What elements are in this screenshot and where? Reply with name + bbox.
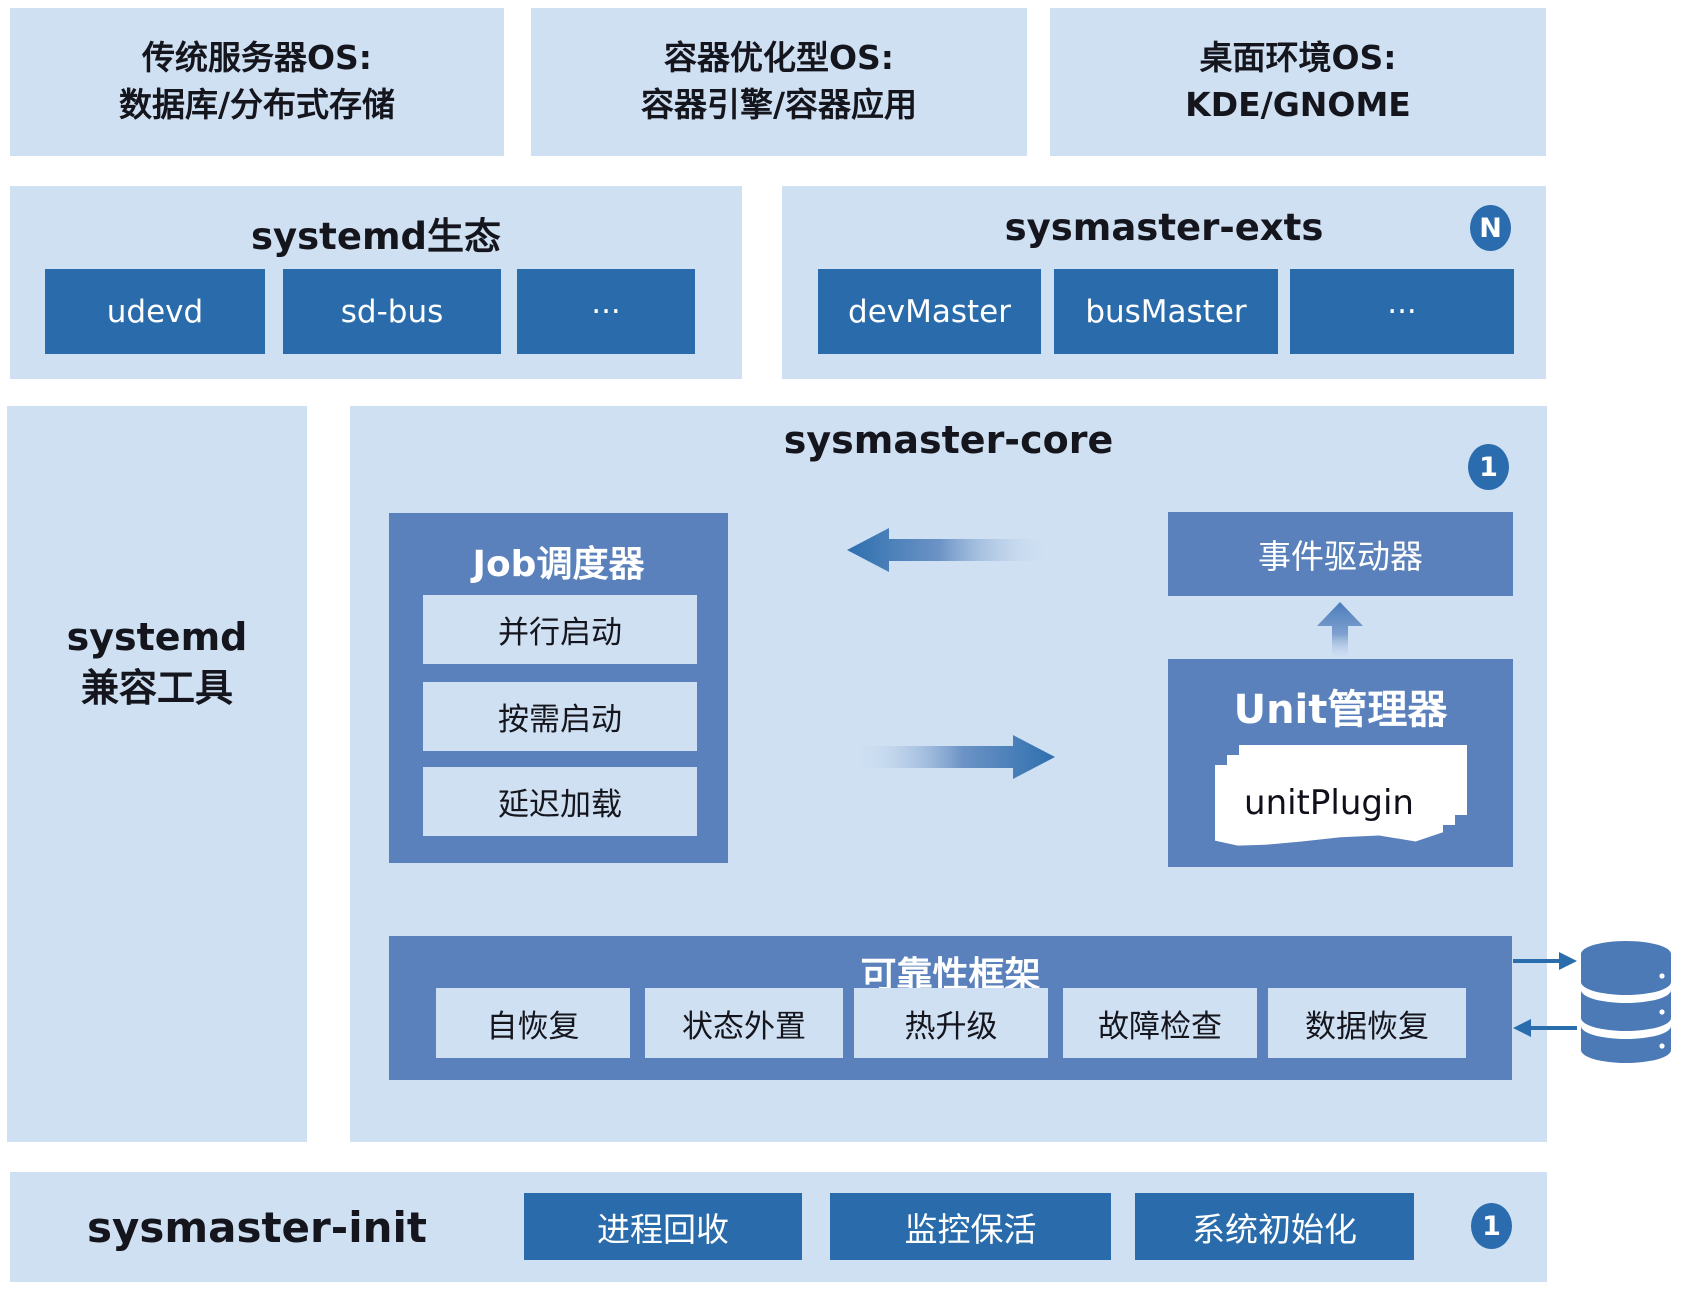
event-driver-box: 事件驱动器 [1168, 512, 1513, 596]
os-box-line2: KDE/GNOME [1185, 85, 1411, 124]
systemd-eco-title: systemd生态 [251, 215, 501, 258]
unit-plugin-label: unitPlugin [1244, 783, 1414, 823]
count-badge-n: N [1470, 205, 1511, 251]
sysmaster-exts-panel: sysmaster-exts N devMaster busMaster ··· [782, 186, 1546, 379]
os-box-line1: 桌面环境OS: [1199, 38, 1397, 78]
count-badge-init-1: 1 [1471, 1203, 1512, 1249]
init-item-process-reclaim: 进程回收 [524, 1193, 802, 1260]
systemd-eco-panel: systemd生态 udevd sd-bus ··· [10, 186, 742, 379]
reliability-data-recovery: 数据恢复 [1268, 988, 1466, 1058]
os-box-line2: 容器引擎/容器应用 [640, 85, 918, 124]
job-scheduler-title: Job调度器 [472, 544, 645, 585]
os-box-line1: 传统服务器OS: [141, 38, 373, 78]
eco-item-udevd: udevd [45, 269, 265, 354]
sysmaster-core-title: sysmaster-core [783, 418, 1114, 462]
reliability-framework-bar: 可靠性框架 自恢复 状态外置 热升级 故障检查 数据恢复 [389, 936, 1512, 1080]
sysmaster-init-panel: sysmaster-init 进程回收 监控保活 系统初始化 1 [10, 1172, 1547, 1282]
arrow-from-database-icon [1513, 1017, 1577, 1039]
job-feature-lazy-load: 延迟加载 [423, 767, 697, 836]
systemd-compat-panel: systemd 兼容工具 [7, 406, 307, 1142]
reliability-state-externalization: 状态外置 [645, 988, 843, 1058]
exts-item-busmaster: busMaster [1054, 269, 1278, 354]
job-feature-parallel-start: 并行启动 [423, 595, 697, 664]
unit-manager-box: Unit管理器 unitPlugin [1168, 659, 1513, 867]
arrow-up-icon [1317, 602, 1363, 660]
eco-item-sd-bus: sd-bus [283, 269, 501, 354]
reliability-self-recovery: 自恢复 [436, 988, 630, 1058]
eco-item-more: ··· [517, 269, 695, 354]
unit-plugin-paper-stack: unitPlugin [1215, 745, 1475, 846]
exts-item-devmaster: devMaster [818, 269, 1041, 354]
sysmaster-init-title: sysmaster-init [87, 1202, 427, 1252]
database-icon [1578, 938, 1674, 1066]
count-badge-core-1: 1 [1468, 444, 1509, 490]
exts-item-more: ··· [1290, 269, 1514, 354]
init-item-monitor-keepalive: 监控保活 [830, 1193, 1111, 1260]
os-box-container-optimized: 容器优化型OS: 容器引擎/容器应用 [531, 8, 1027, 156]
os-box-traditional-server: 传统服务器OS: 数据库/分布式存储 [10, 8, 504, 156]
os-box-desktop: 桌面环境OS: KDE/GNOME [1050, 8, 1546, 156]
job-feature-on-demand-start: 按需启动 [423, 682, 697, 751]
reliability-hot-upgrade: 热升级 [854, 988, 1048, 1058]
sysmaster-core-panel: sysmaster-core 1 Job调度器 并行启动 按需启动 延迟加载 [350, 406, 1547, 1142]
os-box-line1: 容器优化型OS: [663, 38, 895, 78]
os-box-line2: 数据库/分布式存储 [118, 85, 396, 124]
paper-sheet-front: unitPlugin [1215, 765, 1443, 846]
arrow-left-icon [847, 526, 1052, 574]
systemd-compat-label: systemd 兼容工具 [7, 612, 307, 715]
job-scheduler-box: Job调度器 并行启动 按需启动 延迟加载 [389, 513, 728, 863]
compat-line1: systemd [66, 615, 248, 659]
unit-manager-title: Unit管理器 [1233, 687, 1448, 733]
sysmaster-exts-title: sysmaster-exts [1004, 206, 1324, 249]
reliability-fault-check: 故障检查 [1063, 988, 1257, 1058]
arrow-to-database-icon [1513, 950, 1577, 972]
init-item-system-init: 系统初始化 [1135, 1193, 1414, 1260]
compat-line2: 兼容工具 [80, 666, 233, 711]
arrow-right-icon [850, 733, 1055, 781]
